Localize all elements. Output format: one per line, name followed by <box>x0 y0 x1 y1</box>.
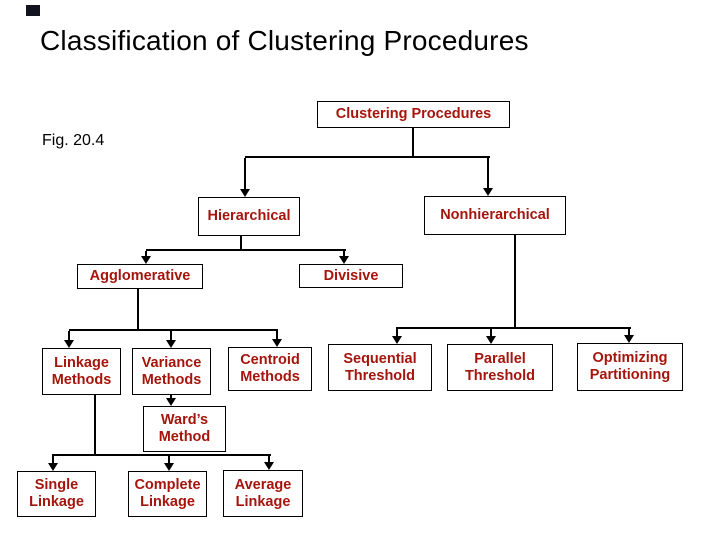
connector-linkage-stem <box>94 395 96 456</box>
connector-hierarchical-stem <box>240 236 242 251</box>
node-optimizing-partitioning: Optimizing Partitioning <box>577 343 683 391</box>
arrow-to-variance-methods-icon <box>166 331 176 348</box>
arrow-to-average-linkage-icon <box>264 456 274 470</box>
arrow-to-nonhierarchical-icon <box>483 158 493 196</box>
node-clustering-procedures: Clustering Procedures <box>317 101 510 128</box>
node-sequential-threshold: Sequential Threshold <box>328 344 432 391</box>
node-average-linkage: Average Linkage <box>223 470 303 517</box>
node-variance-methods: Variance Methods <box>132 348 211 395</box>
corner-accent-square-icon <box>26 5 40 16</box>
node-hierarchical: Hierarchical <box>198 197 300 236</box>
arrow-to-complete-linkage-icon <box>164 456 174 471</box>
connector-nonhierarchical-crossbar <box>396 327 631 329</box>
connector-agglomerative-stem <box>137 289 139 331</box>
arrow-to-agglomerative-icon <box>141 251 151 264</box>
node-nonhierarchical: Nonhierarchical <box>424 196 566 235</box>
arrow-to-linkage-methods-icon <box>64 331 74 348</box>
connector-agglomerative-crossbar <box>69 329 278 331</box>
connector-linkage-crossbar <box>52 454 271 456</box>
arrow-to-single-linkage-icon <box>48 456 58 471</box>
arrow-to-parallel-threshold-icon <box>486 328 496 344</box>
connector-nonhierarchical-stem <box>514 235 516 329</box>
arrow-to-hierarchical-icon <box>240 158 250 197</box>
node-linkage-methods: Linkage Methods <box>42 348 121 395</box>
arrow-to-divisive-icon <box>339 251 349 264</box>
connector-level2-crossbar <box>146 249 346 251</box>
node-single-linkage: Single Linkage <box>17 471 96 517</box>
arrow-to-sequential-threshold-icon <box>392 328 402 344</box>
slide-title: Classification of Clustering Procedures <box>40 25 529 56</box>
arrow-to-wards-method-icon <box>166 395 176 406</box>
arrow-to-optimizing-partitioning-icon <box>624 328 634 343</box>
node-agglomerative: Agglomerative <box>77 264 203 289</box>
node-complete-linkage: Complete Linkage <box>128 471 207 517</box>
arrow-to-centroid-methods-icon <box>272 331 282 347</box>
node-wards-method: Ward’s Method <box>143 406 226 452</box>
node-divisive: Divisive <box>299 264 403 288</box>
node-centroid-methods: Centroid Methods <box>228 347 312 391</box>
figure-label: Fig. 20.4 <box>42 132 105 149</box>
connector-level1-crossbar <box>245 156 490 158</box>
connector-root-stem <box>412 128 414 158</box>
node-parallel-threshold: Parallel Threshold <box>447 344 553 391</box>
